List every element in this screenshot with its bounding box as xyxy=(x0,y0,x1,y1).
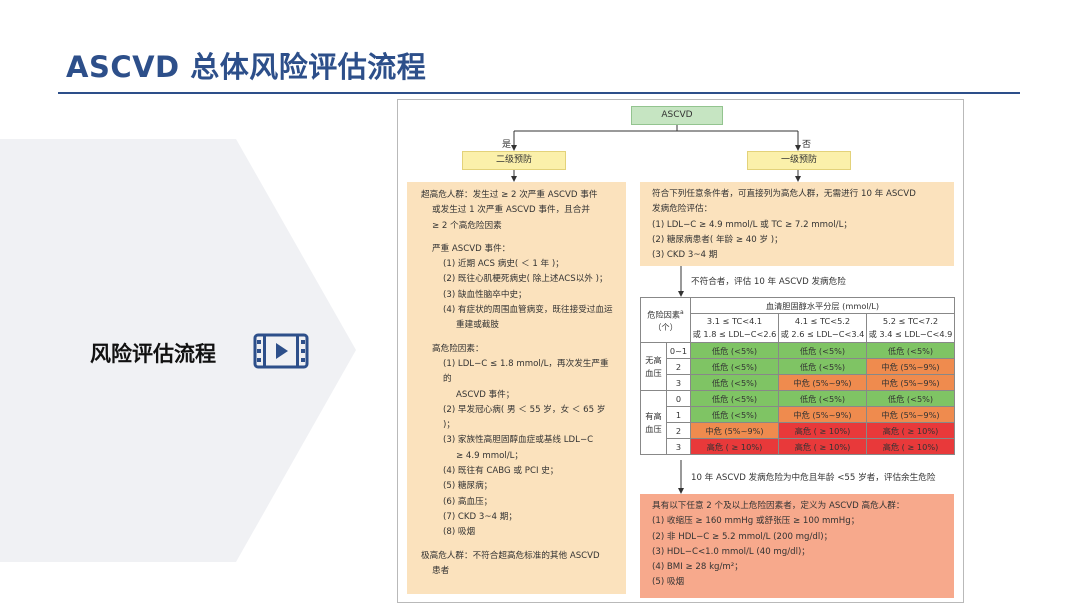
criteria-line: (1) LDL−C ≥ 4.9 mmol/L 或 TC ≥ 7.2 mmol/L… xyxy=(652,219,852,230)
risk-factor-count: 3 xyxy=(665,438,692,455)
criteria-line: (3) HDL−C<1.0 mmol/L (40 mg/dl)； xyxy=(652,546,810,557)
risk-factor-count: 2 xyxy=(665,422,692,439)
risk-cell-mid: 中危 (5%~9%) xyxy=(778,374,868,391)
film-play-icon xyxy=(253,333,309,369)
risk-cell-high: 高危 ( ≥ 10%) xyxy=(778,422,868,439)
risk-cell-low: 低危 (<5%) xyxy=(778,358,868,375)
risk-cell-high: 高危 ( ≥ 10%) xyxy=(690,438,780,455)
criteria-line: ≥ 2 个高危险因素 xyxy=(432,220,502,231)
criteria-line: (2) 非 HDL−C ≥ 5.2 mmol/L (200 mg/dl)； xyxy=(652,531,833,542)
slide-title: ASCVD 总体风险评估流程 xyxy=(66,50,427,84)
criteria-line: 符合下列任意条件者，可直接列为高危人群，无需进行 10 年 ASCVD xyxy=(652,189,916,199)
criteria-line: (7) CKD 3~4 期； xyxy=(443,511,517,522)
criteria-line: 超高危人群：发生过 ≥ 2 次严重 ASCVD 事件 xyxy=(421,190,598,200)
table-corner-header: 危险因素a （个） xyxy=(639,297,692,343)
bp-group-label: 有高血压 xyxy=(640,390,667,455)
criteria-line: (3) 家族性高胆固醇血症或基线 LDL−C xyxy=(443,435,594,446)
criteria-heading: 严重 ASCVD 事件： xyxy=(432,243,511,254)
title-divider xyxy=(58,92,1020,94)
risk-factor-count: 0~1 xyxy=(665,342,692,359)
criteria-line: (1) 收缩压 ≥ 160 mmHg 或舒张压 ≥ 100 mmHg； xyxy=(652,516,860,527)
risk-factor-count: 3 xyxy=(665,374,692,391)
criteria-line: (5) 吸烟 xyxy=(652,577,685,588)
criteria-line: (5) 糖尿病； xyxy=(443,481,493,492)
criteria-line: 具有以下任意 2 个及以上危险因素者，定义为 ASCVD 高危人群： xyxy=(652,501,905,511)
bp-group-label: 无高血压 xyxy=(640,342,667,391)
risk-factor-count: 2 xyxy=(665,358,692,375)
criteria-line: (3) 缺血性脑卒中史； xyxy=(443,289,527,300)
risk-cell-low: 低危 (<5%) xyxy=(690,358,780,375)
risk-cell-low: 低危 (<5%) xyxy=(866,342,956,359)
risk-cell-mid: 中危 (5%~9%) xyxy=(690,422,780,439)
risk-factor-count: 0 xyxy=(665,390,692,407)
ascvd-flowchart: ASCVD 是 否 二级预防 一级预防 超高危人群：发生过 ≥ 2 次严重 AS… xyxy=(397,99,964,603)
risk-stratification-table: 危险因素a （个） 血清胆固醇水平分层 (mmol/L) 3.1 ≤ TC<4.… xyxy=(639,297,956,455)
criteria-line: (8) 吸烟 xyxy=(443,527,476,538)
criteria-line: (6) 高血压； xyxy=(443,496,493,507)
note-assess-10yr-risk: 不符合者，评估 10 年 ASCVD 发病危险 xyxy=(691,277,846,287)
risk-cell-high: 高危 ( ≥ 10%) xyxy=(778,438,868,455)
risk-cell-low: 低危 (<5%) xyxy=(690,342,780,359)
criteria-line: (4) 既往有 CABG 或 PCI 史； xyxy=(443,466,559,477)
risk-cell-mid: 中危 (5%~9%) xyxy=(866,374,956,391)
flow-connectors xyxy=(511,125,801,494)
criteria-heading: 高危险因素： xyxy=(432,343,484,354)
risk-cell-low: 低危 (<5%) xyxy=(690,406,780,423)
criteria-line: (1) 近期 ACS 病史( ＜ 1 年 )； xyxy=(443,259,564,270)
criteria-line: 重建或截肢 xyxy=(456,320,499,331)
risk-cell-high: 高危 ( ≥ 10%) xyxy=(866,438,956,455)
risk-cell-mid: 中危 (5%~9%) xyxy=(866,406,956,423)
criteria-line: 患者 xyxy=(432,565,450,576)
secondary-prevention-criteria-box: 超高危人群：发生过 ≥ 2 次严重 ASCVD 事件 或发生过 1 次严重 AS… xyxy=(407,182,626,594)
risk-cell-low: 低危 (<5%) xyxy=(778,390,868,407)
risk-factor-count: 1 xyxy=(665,406,692,423)
criteria-line: (3) CKD 3~4 期 xyxy=(652,250,718,261)
criteria-line: 发病危险评估： xyxy=(652,204,713,215)
risk-cell-low: 低危 (<5%) xyxy=(866,390,956,407)
criteria-line: ≥ 4.9 mmol/L； xyxy=(456,450,523,461)
section-label: 风险评估流程 xyxy=(90,342,216,366)
criteria-line: (2) 糖尿病患者( 年龄 ≥ 40 岁 )； xyxy=(652,234,783,245)
criteria-line: (1) LDL−C ≤ 1.8 mmol/L，再次发生严重的 xyxy=(443,358,609,385)
table-column-group-header: 血清胆固醇水平分层 (mmol/L) xyxy=(690,297,956,314)
high-risk-factors-box: 具有以下任意 2 个及以上危险因素者，定义为 ASCVD 高危人群： (1) 收… xyxy=(640,494,954,598)
criteria-line: 或发生过 1 次严重 ASCVD 事件，且合并 xyxy=(432,205,590,216)
criteria-line: (4) BMI ≥ 28 kg/m²； xyxy=(652,562,743,573)
risk-cell-mid: 中危 (5%~9%) xyxy=(866,358,956,375)
risk-cell-low: 低危 (<5%) xyxy=(778,342,868,359)
criteria-line: 极高危人群：不符合超高危标准的其他 ASCVD xyxy=(421,550,600,561)
risk-cell-low: 低危 (<5%) xyxy=(690,390,780,407)
node-secondary-prevention: 二级预防 xyxy=(462,151,566,170)
criteria-line: (4) 有症状的周围血管病变，既往接受过血运 xyxy=(443,305,613,316)
criteria-line: (2) 早发冠心病( 男 ＜ 55 岁，女 ＜ 65 岁 )； xyxy=(443,404,606,431)
criteria-line: (2) 既往心肌梗死病史( 除上述ACS以外 )； xyxy=(443,274,608,285)
node-primary-prevention: 一级预防 xyxy=(747,151,851,170)
risk-cell-low: 低危 (<5%) xyxy=(690,374,780,391)
risk-cell-mid: 中危 (5%~9%) xyxy=(778,406,868,423)
high-risk-direct-criteria-box: 符合下列任意条件者，可直接列为高危人群，无需进行 10 年 ASCVD 发病危险… xyxy=(640,182,954,266)
note-lifetime-risk: 10 年 ASCVD 发病危险为中危且年龄 <55 岁者，评估余生危险 xyxy=(691,473,936,483)
branch-label-yes: 是 xyxy=(502,140,512,150)
root-node-ascvd: ASCVD xyxy=(631,106,723,125)
risk-cell-high: 高危 ( ≥ 10%) xyxy=(866,422,956,439)
criteria-line: ASCVD 事件； xyxy=(456,389,515,400)
branch-label-no: 否 xyxy=(802,140,812,150)
